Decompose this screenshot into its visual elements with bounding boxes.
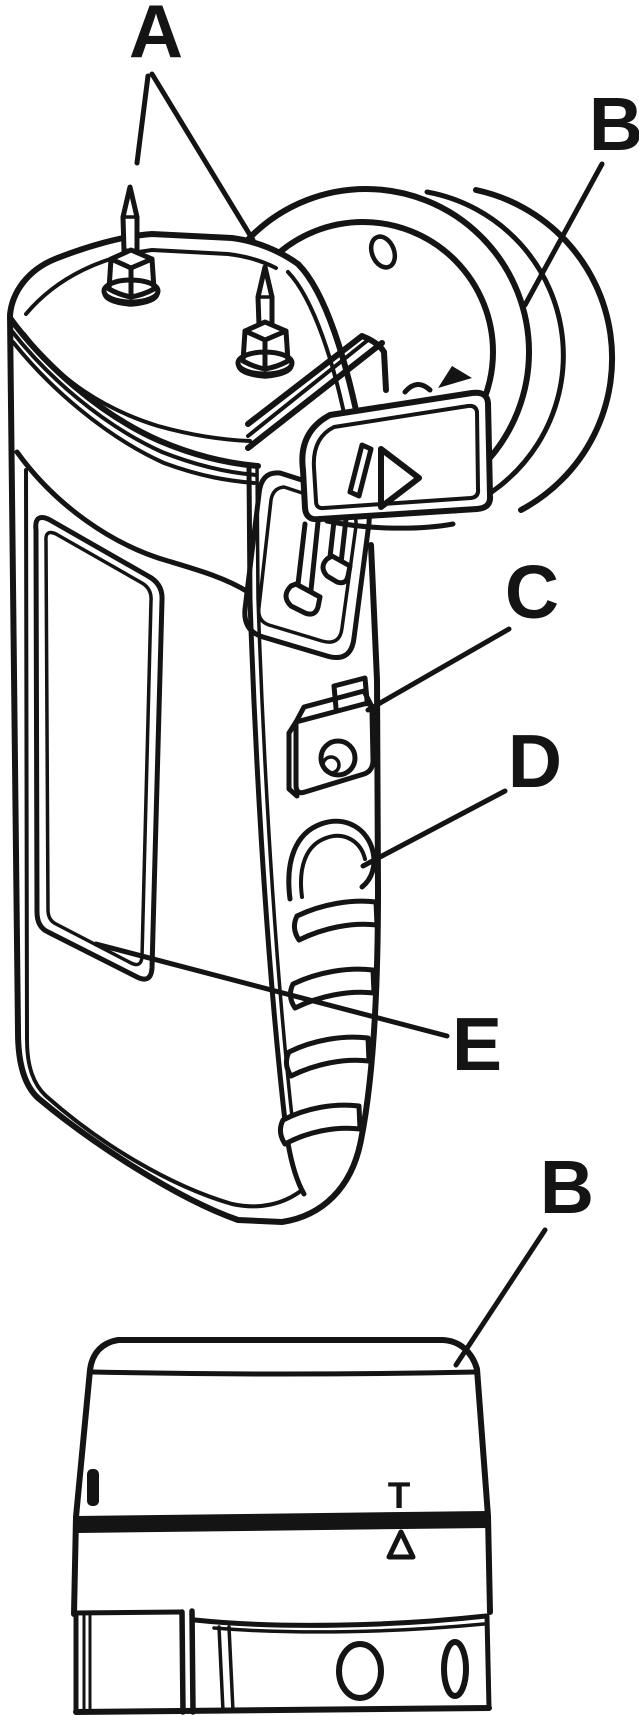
front-right-edge [246, 464, 307, 1197]
leader-d [360, 788, 508, 869]
meter-body [7, 231, 381, 1225]
grip-rib-4 [277, 1102, 363, 1147]
pin-2-nut-sides [240, 328, 291, 372]
pin-1-nut-sides [106, 256, 157, 300]
pin-hole-left [336, 1641, 384, 1701]
prong-short-foot [320, 553, 353, 586]
top-plate-bottom-edge [7, 315, 261, 469]
bottom-edge [73, 1705, 492, 1715]
cap-side-fill [74, 1340, 490, 1614]
cap-t-mark: T [388, 1475, 411, 1516]
cap-side-view: T [71, 1337, 493, 1715]
bottom-section-fill [74, 1612, 489, 1712]
arrow-triangle [378, 446, 422, 510]
top-plate-band-3 [11, 340, 256, 485]
latch-button-inner-circle [321, 755, 341, 775]
body-fill [10, 234, 378, 1222]
bottom-thin-vertical-lines [217, 1625, 235, 1713]
callout-leaders [93, 71, 605, 1368]
latch-front-face [293, 701, 376, 796]
front-right-edge-inner [255, 463, 295, 1128]
cap-clip [245, 333, 494, 617]
front-face-top-edge [14, 449, 251, 595]
cap-alignment-triangle-icon [386, 1529, 416, 1560]
leader-a-left [134, 73, 151, 166]
pin-2-collar-bottom [236, 364, 294, 379]
grip-rib-1 [291, 898, 380, 943]
callout-label-b-main: B [589, 82, 639, 166]
bottom-band-top-inner [212, 1622, 486, 1634]
leader-b-cap [453, 1227, 548, 1368]
open-arrow-icon [347, 442, 422, 510]
latch-top-face [293, 688, 374, 725]
callout-labels: A B C D E B [129, 0, 639, 1229]
cap-top-face-edge [90, 1369, 479, 1377]
body-outline [7, 231, 381, 1225]
bottom-step-lines [179, 1608, 196, 1715]
cap-hang-hole [368, 234, 398, 270]
leader-b-main [522, 161, 605, 308]
clip-arm-top-edge [245, 333, 389, 427]
latch-side-face [286, 719, 300, 799]
grip-rib-3 [283, 1034, 372, 1079]
side-button-dome [286, 818, 377, 902]
pin-1-collar-bottom [102, 292, 160, 307]
leader-e [93, 941, 450, 1039]
main-view [7, 184, 616, 1225]
callout-label-b-cap: B [540, 1145, 594, 1229]
clip-prongs [283, 516, 353, 617]
latch-button-circle [318, 738, 358, 778]
pin-hole-right [441, 1639, 469, 1699]
callout-label-e: E [452, 1002, 502, 1086]
cap-skirt-bottom-edge [71, 1609, 183, 1616]
clip-hook-bump [402, 382, 433, 395]
pin-2 [235, 264, 295, 379]
cap-mid-shell-arc [424, 189, 566, 514]
front-panel-outer [33, 515, 165, 982]
cap-slot-mark [87, 1469, 99, 1506]
cap-separation-band [76, 1511, 488, 1533]
clip-plate-inner [311, 403, 481, 511]
pin-2-collar [235, 349, 295, 377]
cap-side-outline [71, 1337, 493, 1617]
arrow-slash [347, 442, 374, 499]
callout-label-c: C [505, 550, 559, 634]
clip-plate-thickness [324, 518, 456, 531]
callout-label-d: D [508, 719, 562, 803]
side-button [286, 818, 377, 902]
pin-1-needle [120, 184, 140, 254]
meter-bottom-section [71, 1608, 492, 1715]
callout-label-a: A [129, 0, 183, 73]
pin-1 [101, 184, 161, 307]
prong-short-inner [338, 516, 349, 566]
clip-arm-mid-line [246, 338, 370, 438]
top-plate-band-2 [9, 328, 258, 477]
cap-outer-shell-arc [473, 187, 616, 513]
front-face-inner-border [24, 468, 304, 1209]
bottom-band-top-edge [192, 1613, 489, 1628]
cap-release-latch [286, 675, 376, 799]
prong-long-foot [283, 581, 323, 617]
bottom-left-inner-lines [82, 1614, 92, 1714]
prong-long-inner [308, 519, 321, 593]
measurement-pins [101, 184, 295, 379]
side-button-dome-inner [299, 833, 367, 899]
pin-1-collar [101, 277, 161, 305]
clip-arm-bottom-edge [245, 340, 385, 451]
leader-a-right [149, 71, 256, 243]
cap-pointer-mark [438, 366, 472, 388]
prong-long-outer [294, 521, 308, 596]
bottom-right-edge [484, 1613, 492, 1711]
leader-c [365, 626, 512, 713]
